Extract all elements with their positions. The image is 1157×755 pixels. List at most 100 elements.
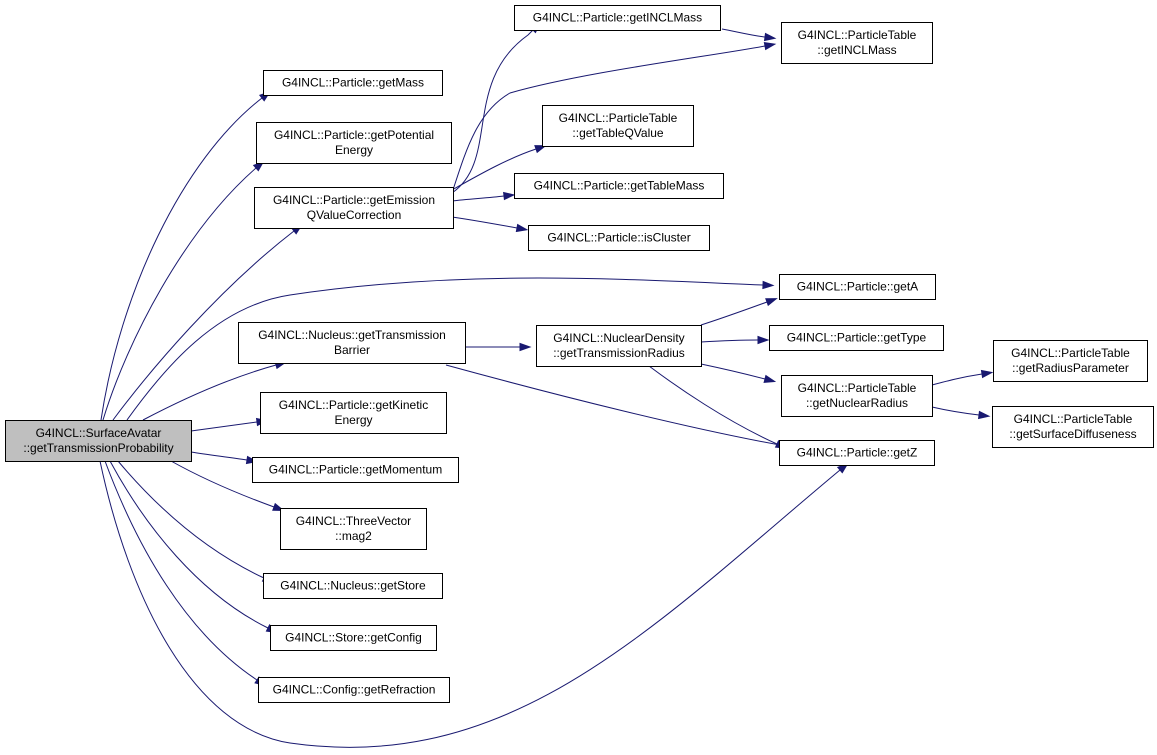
node-root[interactable]: G4INCL::SurfaceAvatar::getTransmissionPr…: [5, 420, 192, 462]
node-label-line: G4INCL::Particle::getINCLMass: [533, 11, 702, 25]
node-label-line: G4INCL::Particle::getEmission: [273, 193, 435, 207]
edge-line: [100, 97, 263, 421]
node-getMass[interactable]: G4INCL::Particle::getMass: [263, 70, 443, 96]
node-box: [992, 406, 1154, 448]
node-isCluster[interactable]: G4INCL::Particle::isCluster: [528, 225, 710, 251]
node-pGetINCLMass[interactable]: G4INCL::Particle::getINCLMass: [514, 5, 721, 31]
edge-line: [99, 460, 841, 748]
edge-nucGetTransBarrier-to-getZ: [445, 364, 803, 452]
edge-ptGetNuclearRadius-to-ptGetSurfaceDiffuseness: [931, 406, 991, 420]
node-ndGetTransRadius[interactable]: G4INCL::NuclearDensity::getTransmissionR…: [536, 325, 702, 367]
node-box: [258, 677, 450, 703]
node-box: [256, 122, 452, 164]
arrowhead: [763, 32, 777, 42]
node-label-line: ::getTableQValue: [572, 126, 663, 140]
node-label-line: G4INCL::Particle::getZ: [797, 446, 918, 460]
node-label-line: G4INCL::NuclearDensity: [553, 331, 684, 345]
node-ptGetRadiusParameter[interactable]: G4INCL::ParticleTable::getRadiusParamete…: [993, 340, 1148, 382]
node-ptGetINCLMass[interactable]: G4INCL::ParticleTable::getINCLMass: [781, 22, 933, 64]
node-box: [542, 105, 694, 147]
node-box: [260, 392, 447, 434]
edge-line: [104, 460, 258, 681]
arrowhead: [763, 41, 777, 51]
node-ptGetNuclearRadius[interactable]: G4INCL::ParticleTable::getNuclearRadius: [781, 375, 933, 417]
node-getMomentum[interactable]: G4INCL::Particle::getMomentum: [252, 457, 459, 483]
node-label-line: ::getSurfaceDiffuseness: [1009, 427, 1136, 441]
node-box: [779, 440, 935, 466]
edge-root-to-getConfig: [109, 460, 279, 634]
node-label-line: Energy: [335, 143, 373, 157]
node-mag2[interactable]: G4INCL::ThreeVector::mag2: [280, 508, 427, 550]
edge-line: [451, 148, 537, 191]
node-box: [993, 340, 1148, 382]
arrowhead: [534, 145, 547, 154]
edge-root-to-getKineticEnergy: [190, 417, 269, 432]
edge-line: [102, 167, 257, 421]
edge-getEmissionQ-to-ptGetTableQValue: [451, 145, 547, 191]
node-label-line: G4INCL::Particle::getMass: [282, 76, 424, 90]
node-getConfig[interactable]: G4INCL::Store::getConfig: [270, 625, 437, 651]
edge-root-to-getPotentialEnergy: [102, 160, 265, 421]
edge-line: [112, 230, 295, 421]
node-getStore[interactable]: G4INCL::Nucleus::getStore: [263, 573, 443, 599]
node-getRefraction[interactable]: G4INCL::Config::getRefraction: [258, 677, 450, 703]
node-label-line: G4INCL::ParticleTable: [798, 28, 917, 42]
node-box: [781, 375, 933, 417]
node-ptGetSurfaceDiffuseness[interactable]: G4INCL::ParticleTable::getSurfaceDiffuse…: [992, 406, 1154, 448]
node-label-line: G4INCL::ParticleTable: [1011, 346, 1130, 360]
node-label-line: Energy: [334, 413, 372, 427]
edge-ndGetTransRadius-to-getType: [700, 335, 770, 345]
node-box: [270, 625, 437, 651]
edge-line: [451, 45, 766, 194]
node-getA[interactable]: G4INCL::Particle::getA: [779, 274, 936, 300]
edge-root-to-getStore: [117, 460, 275, 583]
node-label-line: G4INCL::Nucleus::getTransmission: [258, 328, 446, 342]
node-getZ[interactable]: G4INCL::Particle::getZ: [779, 440, 935, 466]
edge-line: [451, 216, 518, 229]
node-box: [263, 70, 443, 96]
node-box: [5, 420, 192, 462]
edge-line: [721, 28, 766, 38]
node-box: [238, 322, 466, 364]
node-label-line: G4INCL::ParticleTable: [1014, 412, 1133, 426]
arrowhead: [503, 191, 516, 201]
node-label-line: ::getINCLMass: [817, 43, 896, 57]
node-label-line: Barrier: [334, 343, 370, 357]
edge-line: [700, 301, 768, 326]
arrowhead: [757, 335, 770, 345]
node-label-line: ::getNuclearRadius: [806, 396, 908, 410]
node-box: [263, 573, 443, 599]
node-getType[interactable]: G4INCL::Particle::getType: [769, 325, 944, 351]
node-label-line: G4INCL::Particle::getA: [797, 280, 918, 294]
node-label-line: ::mag2: [335, 529, 372, 543]
edge-ptGetNuclearRadius-to-ptGetRadiusParameter: [931, 369, 994, 386]
edge-line: [931, 406, 980, 416]
arrowhead: [762, 280, 775, 290]
arrowhead: [765, 298, 778, 307]
node-box: [536, 325, 702, 367]
node-label-line: G4INCL::Particle::getMomentum: [269, 463, 442, 477]
node-label-line: G4INCL::Nucleus::getStore: [280, 579, 426, 593]
node-label-line: G4INCL::Particle::getPotential: [274, 128, 434, 142]
node-getEmissionQ[interactable]: G4INCL::Particle::getEmissionQValueCorre…: [254, 187, 454, 229]
node-box: [769, 325, 944, 351]
node-box: [779, 274, 936, 300]
edge-line: [170, 460, 275, 508]
function-nodes: G4INCL::SurfaceAvatar::getTransmissionPr…: [5, 5, 1154, 703]
node-label-line: G4INCL::Config::getRefraction: [273, 683, 436, 697]
node-label-line: G4INCL::Particle::isCluster: [547, 231, 690, 245]
node-label-line: G4INCL::ParticleTable: [559, 111, 678, 125]
edge-nucGetTransBarrier-to-ndGetTransRadius: [464, 342, 532, 352]
node-pGetTableMass[interactable]: G4INCL::Particle::getTableMass: [514, 173, 724, 199]
edge-ndGetTransRadius-to-ptGetNuclearRadius: [700, 363, 777, 383]
edge-line: [451, 29, 534, 194]
edge-root-to-getMass: [100, 90, 272, 421]
node-ptGetTableQValue[interactable]: G4INCL::ParticleTable::getTableQValue: [542, 105, 694, 147]
node-box: [514, 5, 721, 31]
edge-line: [931, 373, 983, 386]
arrowhead: [515, 223, 529, 233]
